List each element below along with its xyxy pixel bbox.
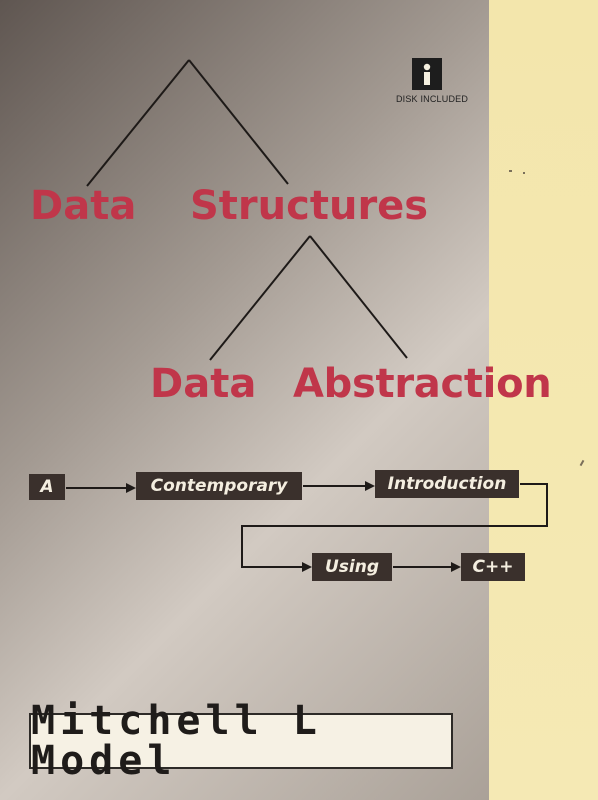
subtitle-box-cpp: C++ [461, 553, 525, 581]
tree-branch-mid-left [209, 235, 311, 361]
subtitle-box-a: A [29, 474, 65, 500]
arrowhead-3 [302, 562, 312, 572]
arrowhead-4 [451, 562, 461, 572]
disk-included-label: DISK INCLUDED [395, 94, 469, 104]
tree-branch-top-right [188, 59, 289, 185]
gray-gradient-panel [0, 0, 489, 800]
tree-branch-mid-right [309, 235, 408, 359]
title-word-abstraction: Abstraction [293, 361, 552, 407]
title-word-data-1: Data [30, 183, 137, 229]
yellow-side-band [489, 0, 598, 800]
author-nameplate: Mitchell L Model [29, 701, 453, 781]
subtitle-box-introduction: Introduction [375, 470, 519, 498]
subtitle-box-contemporary: Contemporary [136, 472, 302, 500]
connector-introduction-to-using [241, 483, 548, 568]
title-word-structures: Structures [190, 183, 429, 229]
disk-included-badge: DISK INCLUDED [384, 58, 480, 108]
arrowhead-2 [365, 481, 375, 491]
title-word-data-2: Data [150, 361, 257, 407]
arrowhead-1 [126, 483, 136, 493]
tree-branch-top-left [86, 59, 190, 187]
info-disk-icon [412, 58, 442, 90]
subtitle-box-using: Using [312, 553, 392, 581]
author-name: Mitchell L Model [31, 698, 322, 784]
